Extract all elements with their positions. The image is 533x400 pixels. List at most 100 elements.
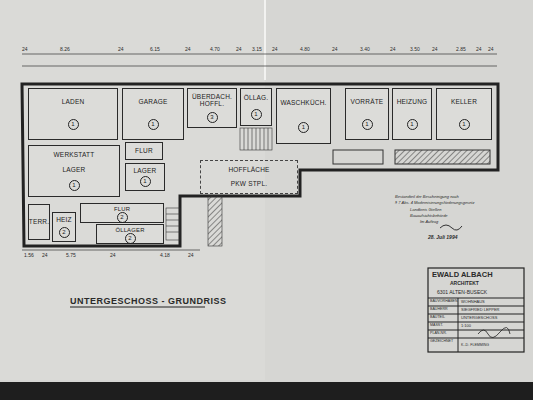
room-name: LADEN [62,98,85,105]
room: FLUR2 [80,203,164,223]
dimension: 2.85 [456,47,466,52]
room-name: ÜBERDACH. HOFFL. [190,93,234,107]
wall-section [333,150,383,164]
dimension: 6.15 [150,47,160,52]
room: KELLER 1 [436,88,492,140]
room: LADEN 1 [28,88,118,140]
hatched-wall [395,150,490,164]
yard-area: HOFFLÄCHE PKW STPL. [200,160,298,194]
room: LAGER 1 [125,163,165,191]
dimension: 3.50 [410,47,420,52]
approval-stamp-text: § 7 Abs. 4 Modernisierungsförderungsgese… [395,201,474,205]
approval-stamp-text: Im Auftrag [420,220,438,224]
title-underline [70,307,205,308]
dimension: 24 [118,47,124,52]
callout-number: 2 [125,233,136,244]
approval-stamp-text: Bauaufsichtsbehörde [410,214,448,218]
room: TERR. [28,204,50,240]
room: HEIZ 2 [52,212,76,242]
dimension-lines [22,54,497,250]
paper-fold [264,0,266,80]
room-name: LAGER [62,166,85,173]
dimension: 24 [110,253,116,258]
callout-number: 1 [68,119,79,130]
outer-wall [22,84,498,246]
room-name: HEIZ [56,216,72,223]
title-block-text: BAUHERR [430,308,448,312]
dimension: 24 [432,47,438,52]
title-block-text: UNTERGESCHOSS [461,316,497,320]
stairs [166,128,272,246]
dimension: 4.70 [210,47,220,52]
callout-number: 1 [140,176,151,187]
dimension: 24 [476,47,482,52]
room: ÖLLAG. 1 [240,88,272,126]
callout-number: 1 [459,119,470,130]
room-name: FLUR [135,147,153,154]
room-name: WERKSTATT [54,151,95,158]
room: ÜBERDACH. HOFFL. 3 [187,88,237,128]
title-block-text: SIEGFRIED LEPPER [461,308,499,312]
room-name: HOFFLÄCHE [228,166,269,173]
approval-stamp-text: 28. Juli 1994 [428,235,457,240]
title-block-text: MASST. [430,324,443,328]
dimension: 24 [236,47,242,52]
callout-number: 1 [298,122,309,133]
callout-number: 1 [251,109,262,120]
room-name: LAGER [133,167,156,174]
dimension: 3.40 [360,47,370,52]
paper-left [0,0,265,380]
title-block-text: PLAN-NR. [430,332,447,336]
room-name: VORRÄTE [351,98,384,105]
dimension: 8.26 [60,47,70,52]
room: WASCHKÜCH. 1 [276,88,331,144]
title-block-text: EWALD ALBACH [432,271,493,279]
dimension: 24 [390,47,396,52]
dimension: 24 [185,47,191,52]
dimension: 24 [332,47,338,52]
dimension: 3.15 [252,47,262,52]
title-block-text: BAUVORHABEN [430,300,458,304]
approval-stamp-text: Landkreis Gießen [410,208,442,212]
room-name: GARAGE [138,98,167,105]
dimension: 24 [272,47,278,52]
callout-number: 3 [207,112,218,123]
callout-number: 1 [69,180,80,191]
title-block [428,268,524,352]
dimension: 24 [188,253,194,258]
room-name: TERR. [29,218,50,225]
room-name: ÖLLAG. [244,94,269,101]
room: GARAGE 1 [122,88,184,140]
title-block-text: 1:100 [461,324,471,328]
dimension: 5.75 [66,253,76,258]
title-block-text: GEZEICHNET [430,340,453,344]
dimension: 4.18 [160,253,170,258]
callout-number: 1 [362,119,373,130]
title-block-text: WOHNHAUS [461,300,485,304]
callout-number: 2 [117,212,128,223]
room: HEIZUNG 1 [392,88,432,140]
dimension: 1.56 [24,253,34,258]
shadow-band [0,382,533,400]
dimension: 24 [22,47,28,52]
callout-number: 1 [407,119,418,130]
title-block-text: 6301 ALTEN-BUSECK [437,290,487,295]
dimension: 4.80 [300,47,310,52]
callout-number: 2 [59,227,70,238]
callout-number: 1 [148,119,159,130]
signature [440,225,462,230]
dimension: 24 [488,47,494,52]
room: WERKSTATT LAGER 1 [28,145,120,197]
room: FLUR [125,142,163,160]
room-name: PKW STPL. [231,180,267,187]
plan-title: UNTERGESCHOSS - GRUNDRISS [70,297,227,306]
room-name: WASCHKÜCH. [280,99,326,106]
room-name: HEIZUNG [397,98,428,105]
title-block-text: K.-D. FLEMMING [461,344,489,348]
title-block-text: BAUTEIL [430,316,445,320]
room-name: KELLER [451,98,477,105]
title-block-text: ARCHITEKT [450,281,479,286]
approval-stamp-text: Bestandteil der Bescheinigung nach [395,195,459,199]
dimension: 24 [42,253,48,258]
